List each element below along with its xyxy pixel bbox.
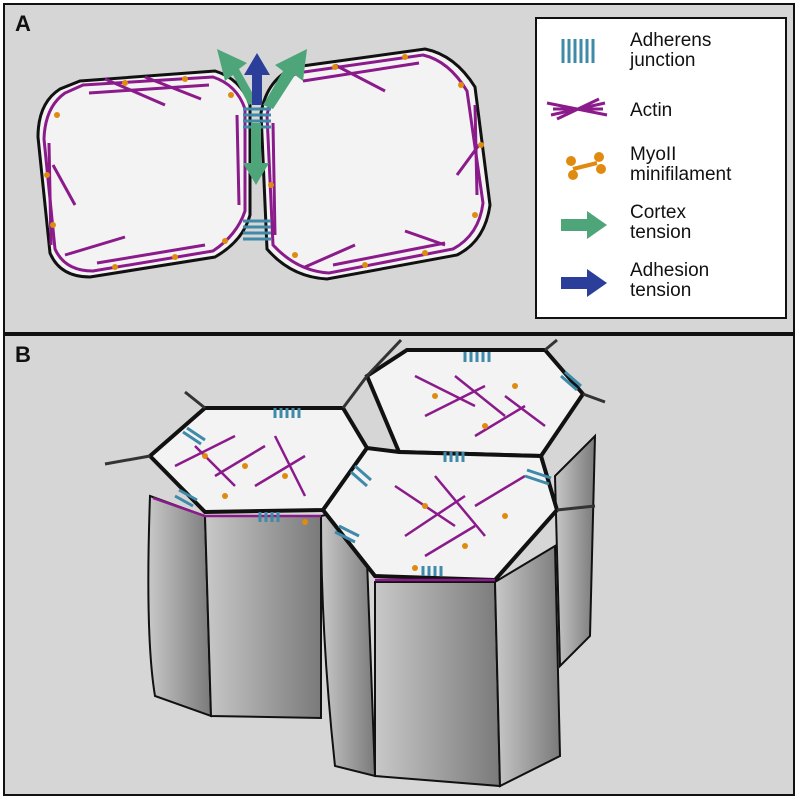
cortex-tension-arrows (217, 49, 307, 185)
actin-icon (546, 97, 608, 121)
adherens-junctions-3d (174, 352, 582, 576)
legend-label-line1: Cortex (630, 202, 686, 223)
legend-item-cortex-tension: Cortex tension (537, 201, 785, 257)
adherens-junction-icon (561, 39, 595, 63)
adhesion-tension-icon (561, 269, 607, 297)
panel-a: A (3, 3, 795, 334)
epithelial-tissue-3d (104, 338, 606, 788)
legend-label-line1: Adherens (630, 30, 712, 51)
legend-label-line2: junction (630, 50, 696, 71)
legend-label-line1: MyoII (630, 144, 677, 165)
legend-label-line2: tension (630, 222, 692, 243)
two-cell-diagram (36, 47, 492, 281)
legend-item-adhesion-tension: Adhesion tension (537, 259, 785, 315)
legend-item-adherens-junction: Adherens junction (537, 29, 785, 85)
myosin-dots (44, 54, 484, 270)
legend: Adherens junction Actin MyoII (535, 17, 787, 319)
cell-sides (147, 433, 597, 788)
legend-item-actin: Actin (537, 89, 785, 145)
junction-walls (104, 338, 606, 512)
legend-label-line1: Actin (630, 100, 673, 121)
legend-label-line2: tension (630, 280, 692, 301)
cortex-tension-icon (561, 211, 607, 239)
legend-label-line2: minifilament (630, 164, 732, 185)
myosin-dots-3d (202, 383, 518, 571)
panel-a-label: A (15, 11, 31, 36)
adherens-junction-lower (243, 219, 271, 241)
adhesion-tension-arrow (244, 53, 270, 105)
panel-b-label: B (15, 342, 31, 367)
panel-b: B (3, 334, 795, 796)
legend-label-line1: Adhesion (630, 260, 710, 281)
myoii-minifilament-icon (566, 152, 606, 180)
right-cell (259, 47, 492, 281)
legend-item-myoii: MyoII minifilament (537, 143, 785, 199)
